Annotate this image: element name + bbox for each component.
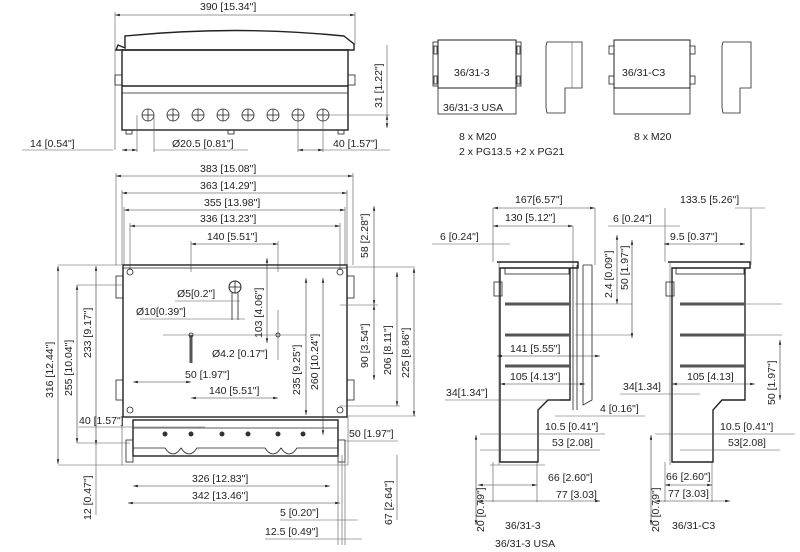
dim-2-4: 2.4 [0.09"] [603,250,615,298]
dim-12: 12 [0.47"] [82,475,94,520]
gland-hole-icon [216,108,230,122]
dim-66-c3: 66 [2.60"] [666,471,711,483]
dim-342: 342 [13.46"] [192,490,248,502]
dim-383: 383 [15.08"] [200,163,256,175]
dim-255: 255 [10.04"] [63,340,75,396]
dim-105: 105 [4.13"] [510,371,561,383]
terminal-hole-icon [219,431,225,437]
dim-12-5: 12.5 [0.49"] [265,526,318,538]
dim-gland-pitch: 40 [1.57"] [333,138,378,150]
dim-9-5: 9.5 [0.37"] [670,231,718,243]
dim-40-vertical: 40 [1.57"] [79,415,124,427]
side-view-icon [545,41,583,114]
dim-50-c3: 50 [1.97"] [766,360,778,405]
dim-67: 67 [2.64"] [383,480,395,525]
enclosure-body [121,49,349,131]
dim-130: 130 [5.12"] [505,212,556,224]
terminal-hole-icon [300,431,306,437]
dim-10-5-c3: 10.5 [0.41"] [720,421,773,433]
dim-31: 31 [1.22"] [373,63,385,108]
dim-d5: Ø5[0.2"] [177,288,215,300]
variant-36-31-3-label: 36/31-3 [454,67,490,79]
dim-53-c3: 53[2.08] [728,437,766,449]
dim-5: 5 [0.20"] [280,507,319,519]
dim-355: 355 [13.98"] [204,197,260,209]
caption-36-31-c3: 36/31-C3 [672,520,715,532]
dim-6-c3: 6 [0.24"] [613,213,652,225]
dim-77-c3: 77 [3.03] [668,488,709,500]
enclosure-front [122,264,348,418]
side-view-c3-icon [721,41,752,114]
dim-141: 141 [5.55"] [510,343,561,355]
dim-105-c3: 105 [4.13] [687,371,734,383]
dim-20: 20 [0.79"] [475,487,487,532]
terminal-hole-icon [275,431,281,437]
front-view: 383 [15.08"] 363 [14.29"] 355 [13.98"] 3… [44,163,416,545]
dim-34-c3: 34[1.34] [623,381,661,393]
dim-58: 58 [2.28"] [359,213,371,258]
dim-77: 77 [3.03] [556,489,597,501]
dim-66: 66 [2.60"] [548,472,593,484]
variant-36-31-3-usa-label: 36/31-3 USA [443,102,503,114]
top-view: 390 [15.34"] 31 [1.22"] 14 [0.54"] Ø20.5… [22,1,390,152]
gland-hole-icon [141,108,155,122]
terminal-hole-icon [162,431,168,437]
variant-1-glands-pg: 2 x PG13.5 +2 x PG21 [459,146,565,158]
dim-336: 336 [13.23"] [200,213,256,225]
dim-14: 14 [0.54"] [30,138,75,150]
dim-206: 206 [8.11"] [382,325,394,375]
dim-90: 90 [3.54"] [359,323,371,368]
dim-235: 235 [9.25"] [291,344,303,395]
dim-167: 167[6.57"] [515,194,563,206]
dim-d10: Ø10[0.39"] [136,306,186,318]
variant-1-glands: 8 x M20 [459,131,497,143]
dim-gland-diameter: Ø20.5 [0.81"] [172,138,234,150]
terminal-holes [162,431,306,437]
dim-20-c3: 20 [0.79"] [650,487,662,532]
dim-50-horizontal: 50 [1.97"] [185,369,230,381]
dim-50-section: 50 [1.97"] [619,245,631,290]
caption-36-31-3-usa: 36/31-3 USA [495,538,555,550]
dim-140-top: 140 [5.51"] [207,231,258,243]
variant-36-31-c3-label: 36/31-C3 [622,67,665,79]
dim-103: 103 [4.06"] [253,287,265,338]
dim-10-5: 10.5 [0.41"] [545,421,598,433]
cable-gland-holes [141,108,330,122]
dim-53: 53 [2.08] [552,437,593,449]
dim-316: 316 [12.44"] [44,342,56,398]
gland-hole-icon [191,108,205,122]
dim-225: 225 [8.86"] [400,327,412,378]
variant-icons: 36/31-3 36/31-3 USA 8 x M20 2 x PG13.5 +… [432,39,752,158]
terminal-hole-icon [188,431,194,437]
dim-390: 390 [15.34"] [200,1,256,13]
dim-d42: Ø4.2 [0.17"] [212,348,268,360]
section-36-31-c3: 133.5 [5.26"] 6 [0.24"] 9.5 [0.37"] 50 [… [608,194,795,532]
dim-233: 233 [9.17"] [82,307,94,358]
lid-outline [114,29,355,51]
dim-50-right: 50 [1.97"] [349,428,394,440]
dim-34: 34[1.34"] [446,387,488,399]
gland-hole-icon [266,108,280,122]
dim-140-bottom: 140 [5.51"] [209,385,260,397]
dim-6: 6 [0.24"] [440,231,479,243]
terminal-hole-icon [245,431,251,437]
variant-2-glands: 8 x M20 [634,131,672,143]
dim-4: 4 [0.16"] [600,403,639,415]
gland-hole-icon [166,108,180,122]
section-36-31-3: 167[6.57"] 130 [5.12"] 6 [0.24"] 2.4 [0.… [432,194,645,550]
gland-hole-icon [241,108,255,122]
dim-260: 260 [10.24"] [309,334,321,390]
dim-326: 326 [12.83"] [192,473,248,485]
dim-133-5: 133.5 [5.26"] [680,194,739,206]
dim-363: 363 [14.29"] [200,180,256,192]
caption-36-31-3: 36/31-3 [505,520,541,532]
terminal-compartment [132,419,339,457]
